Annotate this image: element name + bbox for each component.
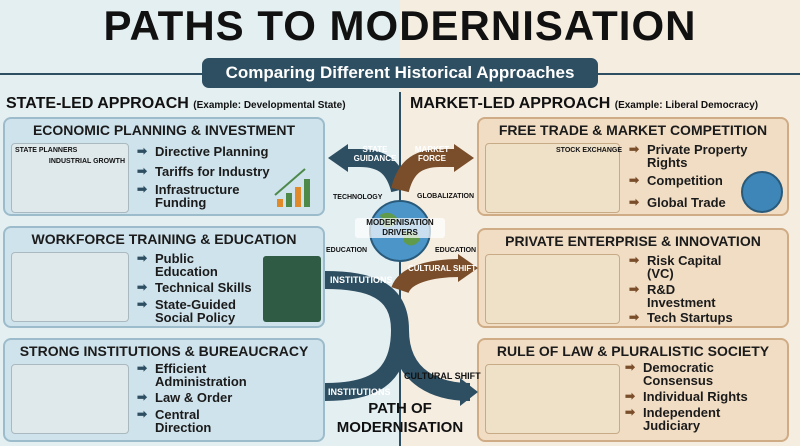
market-led-heading: MARKET-LED APPROACH (Example: Liberal De… [410, 95, 758, 113]
state-led-heading: STATE-LED APPROACH (Example: Development… [6, 95, 346, 113]
path-of-modernisation-label: PATH OF MODERNISATION [336, 400, 464, 436]
education-label: EDUCATION [435, 247, 477, 254]
card-title: RULE OF LAW & PLURALISTIC SOCIETY [496, 343, 770, 359]
globalization-label: GLOBALIZATION [417, 193, 475, 200]
bullet: R&D Investment [629, 283, 727, 309]
education-label: EDUCATION [326, 247, 368, 254]
institutions-label: INSTITUTIONS [330, 275, 393, 285]
trade-illustration: STOCK EXCHANGE [485, 143, 622, 213]
card-title: FREE TRADE & MARKET COMPETITION [498, 122, 768, 138]
cultural-shift-arrow [391, 259, 461, 295]
bullet: Risk Capital (VC) [629, 254, 742, 280]
card-workforce-training: WORKFORCE TRAINING & EDUCATION Public Ed… [3, 226, 325, 328]
courthouse-illustration [485, 364, 620, 434]
card-economic-planning: ECONOMIC PLANNING & INVESTMENT STATE PLA… [3, 117, 325, 216]
center-divider [399, 92, 401, 446]
heading-text: MARKET-LED APPROACH [410, 95, 611, 112]
market-force-label: MARKET FORCE [414, 145, 450, 163]
growth-chart-icon [274, 168, 310, 207]
bullet: Individual Rights [625, 390, 748, 403]
illustration-label: INDUSTRIAL GROWTH [48, 158, 125, 165]
heading-example: (Example: Liberal Democracy) [614, 100, 759, 111]
market-force-arrow [391, 149, 455, 193]
bullet: Infrastructure Funding [137, 183, 255, 209]
state-guidance-label: STATE GUIDANCE [353, 145, 397, 163]
planners-illustration: STATE PLANNERS INDUSTRIAL GROWTH [11, 143, 129, 213]
globe-icon [741, 171, 783, 213]
institutions-label: INSTITUTIONS [328, 387, 391, 397]
illustration-label: STOCK EXCHANGE [556, 147, 622, 154]
campus-illustration [485, 254, 620, 324]
bullet: Efficient Administration [137, 362, 265, 388]
card-title: PRIVATE ENTERPRISE & INNOVATION [505, 233, 761, 249]
bullet: Technical Skills [137, 281, 252, 294]
bullet: Democratic Consensus [625, 361, 733, 387]
illustration-label: STATE PLANNERS [15, 147, 78, 154]
modernisation-drivers-label: MODERNISATION DRIVERS [355, 218, 445, 238]
card-strong-institutions: STRONG INSTITUTIONS & BUREAUCRACY Effici… [3, 338, 325, 442]
card-private-enterprise: PRIVATE ENTERPRISE & INNOVATION Risk Cap… [477, 228, 789, 328]
government-building-illustration [11, 364, 129, 434]
heading-text: STATE-LED APPROACH [6, 95, 189, 112]
bullet: Private Property Rights [629, 143, 757, 169]
cultural-shift-label: CULTURAL SHIFT [404, 371, 481, 381]
card-free-trade: FREE TRADE & MARKET COMPETITION STOCK EX… [477, 117, 789, 216]
bullet: Competition [629, 174, 723, 187]
bullet: State-Guided Social Policy [137, 298, 255, 324]
bullet: Central Direction [137, 408, 245, 434]
classroom-illustration [11, 252, 129, 322]
subtitle: Comparing Different Historical Approache… [202, 58, 598, 88]
card-title: WORKFORCE TRAINING & EDUCATION [31, 231, 297, 247]
bullet: Public Education [137, 252, 245, 278]
bullet: Directive Planning [137, 145, 268, 158]
chalkboard-illustration [263, 256, 321, 322]
cultural-shift-label: CULTURAL SHIFT [408, 264, 477, 273]
bullet: Tariffs for Industry [137, 165, 270, 178]
card-title: STRONG INSTITUTIONS & BUREAUCRACY [19, 343, 309, 359]
bullet: Tech Startups [629, 311, 733, 324]
technology-label: TECHNOLOGY [333, 194, 383, 201]
page-title: PATHS TO MODERNISATION [103, 2, 697, 49]
bullet: Independent Judiciary [625, 406, 743, 432]
card-rule-of-law: RULE OF LAW & PLURALISTIC SOCIETY Democr… [477, 338, 789, 442]
bullet: Law & Order [137, 391, 232, 404]
bullet: Global Trade [629, 196, 726, 209]
card-title: ECONOMIC PLANNING & INVESTMENT [32, 122, 296, 138]
heading-example: (Example: Developmental State) [193, 100, 346, 111]
